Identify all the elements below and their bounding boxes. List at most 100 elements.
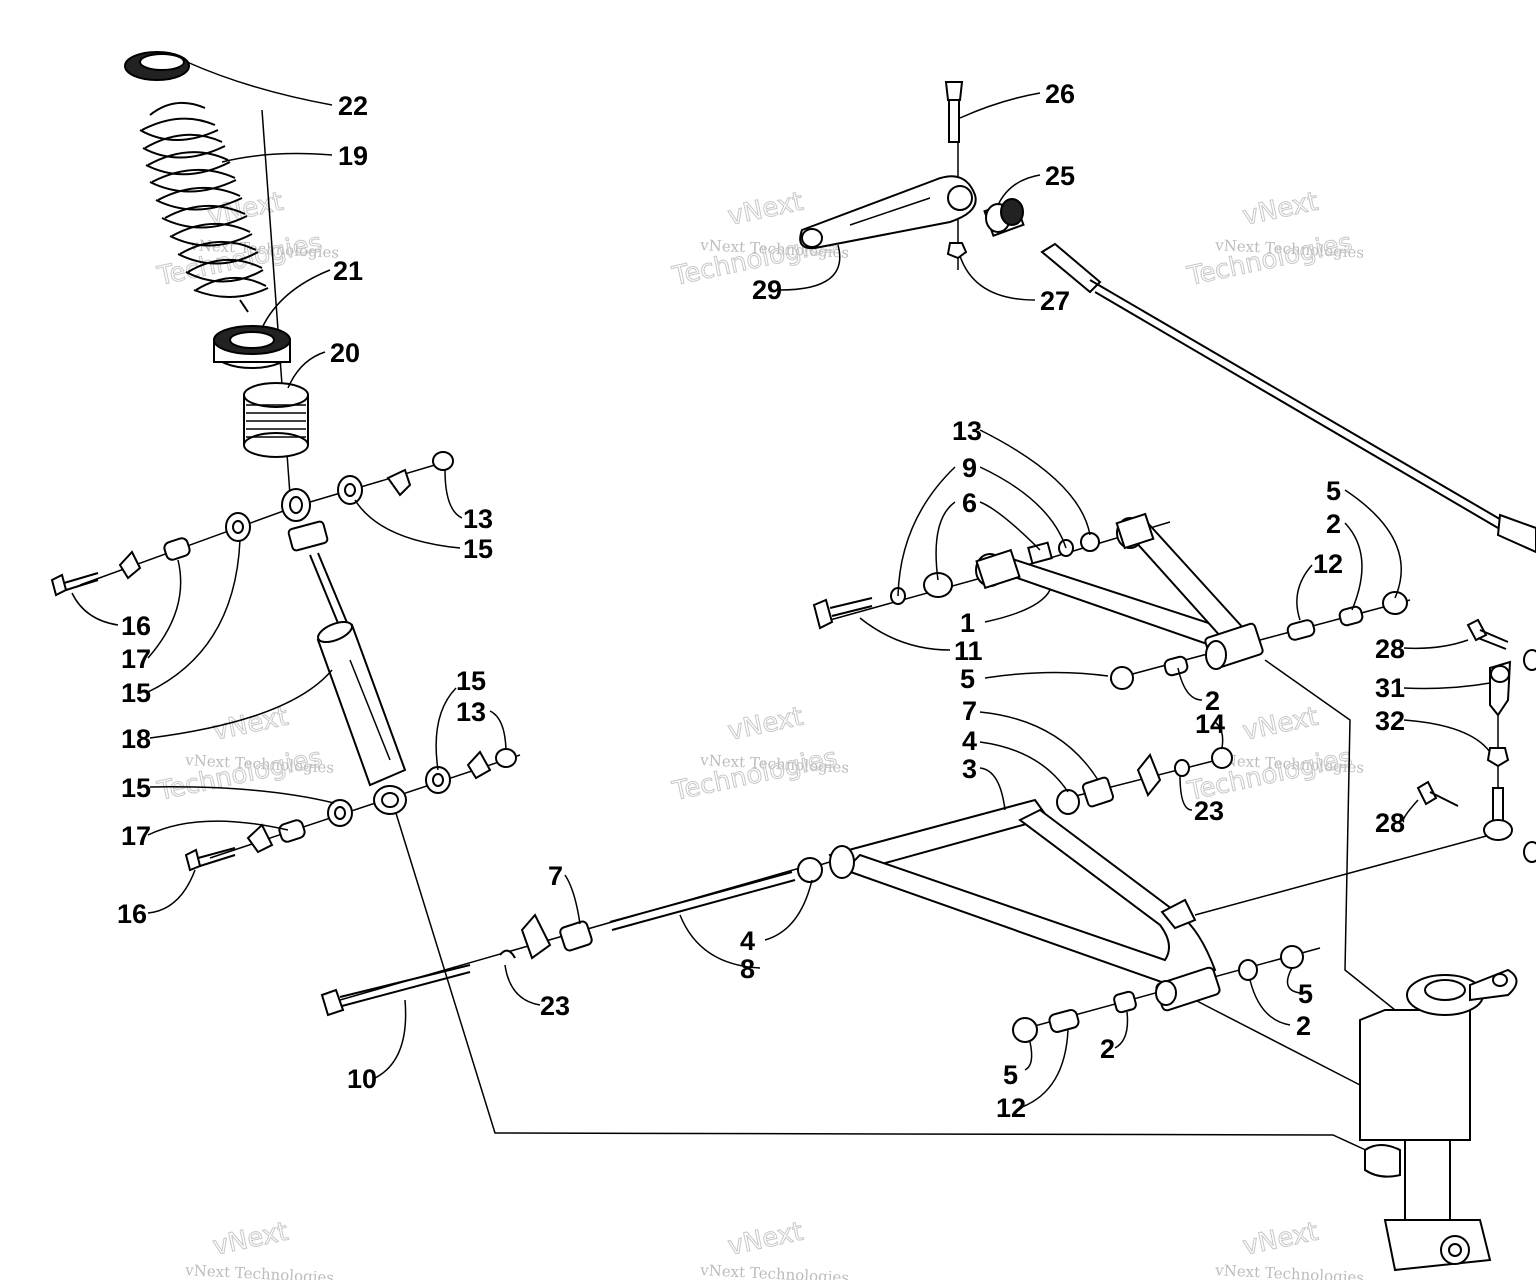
- callout-5: 5: [1326, 476, 1341, 506]
- bolt-head: [320, 988, 345, 1017]
- shock-rod: [309, 554, 341, 629]
- steering-arm-assembly: [799, 81, 1536, 554]
- callout-18: 18: [121, 724, 151, 754]
- spindle-arm: [1469, 968, 1518, 1002]
- callout-14: 14: [1195, 709, 1225, 739]
- tie-rod-end-assembly: [1416, 618, 1536, 863]
- sleeve: [1048, 1009, 1080, 1033]
- callout-22: 22: [338, 91, 368, 121]
- bolt-head: [1466, 618, 1488, 642]
- sleeve: [1027, 541, 1053, 565]
- callout-23: 23: [1194, 796, 1224, 826]
- spindle-lower-post: [1404, 1139, 1451, 1231]
- callout-17: 17: [121, 821, 151, 851]
- watermark: vNext vNext Technologies Technologies: [154, 701, 335, 807]
- bolt-head: [812, 598, 834, 630]
- callout-21: 21: [333, 256, 363, 286]
- shock-absorber-assembly: [50, 51, 517, 872]
- svg-text:vNext: vNext: [1240, 1217, 1321, 1262]
- bolt-head: [184, 848, 202, 872]
- sleeve: [1338, 605, 1364, 627]
- shock-upper-eye: [281, 488, 329, 552]
- svg-text:vNext Technologies: vNext Technologies: [699, 1261, 850, 1280]
- snap-ring: [499, 949, 516, 959]
- svg-text:Technologies: Technologies: [154, 743, 325, 807]
- shock-mount-bracket: [1160, 898, 1197, 930]
- lock-washer: [466, 750, 492, 780]
- spring-adjuster-collar: [213, 325, 291, 369]
- lower-arm-rear-tube: [843, 808, 1217, 987]
- lock-washer: [118, 550, 142, 580]
- callout-2: 2: [1100, 1034, 1115, 1064]
- svg-text:vNext Technologies: vNext Technologies: [1214, 1261, 1365, 1280]
- bushing: [1081, 776, 1115, 808]
- sleeve: [797, 857, 823, 883]
- callout-labels: 22 19 21 20 13 15 16 17 15 18 15 13 15 1…: [117, 79, 1405, 1123]
- shock-upper-hardware: [50, 451, 454, 597]
- callout-7: 7: [962, 696, 977, 726]
- svg-text:vNext Technologies: vNext Technologies: [184, 1261, 335, 1280]
- shock-lower-eye: [373, 785, 407, 815]
- callout-16: 16: [117, 899, 147, 929]
- callout-15: 15: [121, 678, 151, 708]
- callout-2: 2: [1205, 686, 1220, 716]
- leader-lines: [71, 61, 1491, 1108]
- callout-13: 13: [463, 504, 493, 534]
- callout-5: 5: [1003, 1060, 1018, 1090]
- bolt-head: [944, 81, 964, 101]
- callout-8: 8: [740, 954, 755, 984]
- callout-6: 6: [962, 488, 977, 518]
- callout-19: 19: [338, 141, 368, 171]
- callout-10: 10: [347, 1064, 377, 1094]
- callout-17: 17: [121, 644, 151, 674]
- washer: [1174, 759, 1190, 777]
- callout-9: 9: [962, 453, 977, 483]
- sleeve: [1113, 990, 1137, 1014]
- watermark: vNext vNext Technologies Technologies: [154, 186, 340, 292]
- callout-13: 13: [456, 697, 486, 727]
- callout-28: 28: [1375, 808, 1405, 838]
- spring-cap: [124, 51, 190, 81]
- shock-upper-axis-line: [79, 504, 301, 586]
- callout-1: 1: [960, 608, 975, 638]
- steering-post: [1040, 242, 1536, 554]
- shock-lower-hardware: [184, 748, 517, 872]
- callout-31: 31: [1375, 673, 1405, 703]
- callout-2: 2: [1296, 1011, 1311, 1041]
- lock-washer: [1136, 753, 1162, 797]
- bolt-head: [1416, 780, 1438, 806]
- watermark: vNext vNext Technologies Technologies: [1184, 186, 1365, 292]
- svg-text:vNext: vNext: [725, 702, 806, 747]
- jam-nut: [1486, 747, 1510, 768]
- bushing: [1382, 591, 1408, 615]
- callout-11: 11: [954, 636, 983, 666]
- callout-13: 13: [952, 416, 982, 446]
- bushing: [1012, 1017, 1038, 1043]
- sleeve: [1238, 959, 1258, 981]
- watermark: vNext vNext Technologies Technologies: [669, 701, 850, 807]
- callout-25: 25: [1045, 161, 1075, 191]
- lower-a-arm-assembly: [320, 747, 1304, 1043]
- spindle-line: [1194, 999, 1361, 1086]
- threaded-sleeve: [243, 382, 309, 458]
- callout-29: 29: [752, 275, 782, 305]
- bushing: [1280, 945, 1304, 969]
- callout-23: 23: [540, 991, 570, 1021]
- nut: [946, 242, 968, 260]
- tie-rod-end-line: [1194, 834, 1491, 916]
- spindle-foot: [1383, 1219, 1492, 1272]
- watermark: vNext vNext Technologies: [184, 1216, 335, 1280]
- upper-a-arm-assembly: [812, 512, 1408, 690]
- bushing: [923, 572, 953, 598]
- callout-7: 7: [548, 861, 563, 891]
- sleeve: [1056, 789, 1080, 815]
- bolt-head: [50, 573, 68, 597]
- callout-5: 5: [960, 664, 975, 694]
- watermark: vNext vNext Technologies: [1214, 1216, 1365, 1280]
- svg-text:vNext: vNext: [725, 1217, 806, 1262]
- callout-27: 27: [1040, 286, 1070, 316]
- nut: [1080, 532, 1100, 552]
- spindle-assembly: [1359, 968, 1518, 1272]
- nut: [1211, 747, 1233, 769]
